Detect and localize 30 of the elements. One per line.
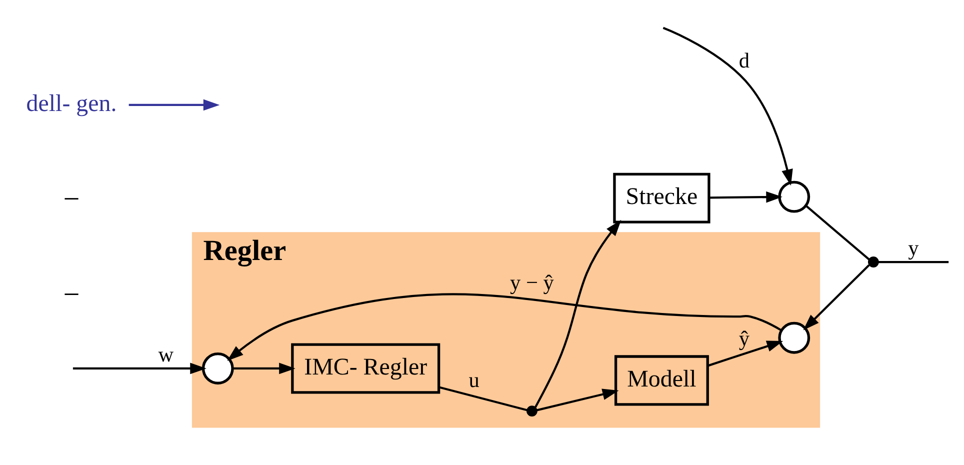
node-dot [868,256,879,268]
edge-label: d [738,48,750,72]
edge-label: w [158,342,174,367]
arrow [536,388,619,412]
node-dot [526,406,538,417]
node-text: dell- gen. [26,90,117,117]
label: − [63,183,80,216]
arrow [128,99,220,111]
edge-label: ŷ [738,326,750,351]
arrow [232,362,296,374]
arrow [534,220,622,408]
arrow [707,340,784,367]
edge-label: u [468,368,480,392]
arrow [227,293,782,361]
node-box: Modell [614,355,709,406]
label: − [63,279,80,312]
connector [438,386,528,412]
edge-label: y − ŷ [510,270,554,295]
edge-label: y [908,236,919,260]
node-box: IMC- Regler [291,343,440,394]
arrow [803,264,870,330]
node-circle [202,352,234,384]
node-box: Strecke [613,172,710,224]
connector [878,260,949,264]
connector [805,205,870,260]
node-circle [778,322,810,354]
arrow [709,191,782,203]
arrow [662,26,793,186]
arrow [72,362,206,374]
node-circle [778,180,810,213]
